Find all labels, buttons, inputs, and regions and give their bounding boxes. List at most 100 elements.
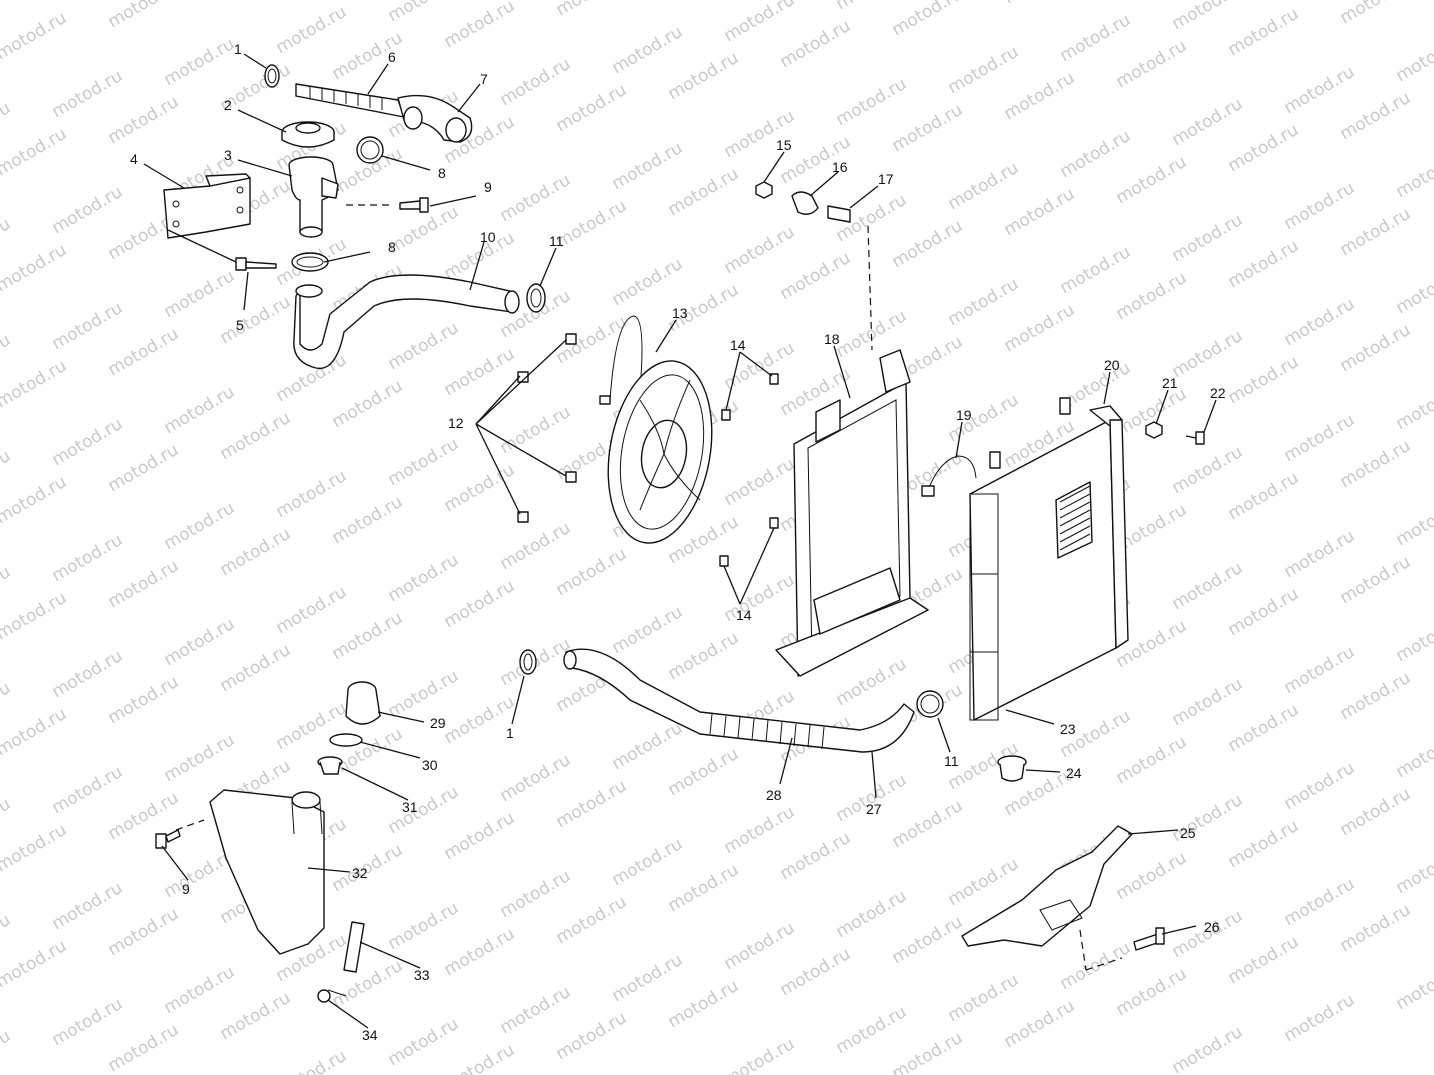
- part-9-screw-lower: [155, 819, 205, 849]
- watermark-text: motod.ru: [329, 608, 407, 664]
- watermark-text: motod.ru: [329, 724, 407, 780]
- watermark-text: motod.ru: [945, 42, 1023, 98]
- watermark-text: motod.ru: [609, 254, 687, 310]
- watermark-text: motod.ru: [1281, 0, 1359, 2]
- watermark-text: motod.ru: [1113, 848, 1191, 904]
- part-33-hose: [343, 921, 365, 973]
- watermark-text: motod.ru: [1281, 410, 1359, 466]
- watermark-text: motod.ru: [1113, 152, 1191, 208]
- watermark-text: motod.ru: [1393, 146, 1434, 202]
- watermark-text: motod.ru: [0, 214, 14, 270]
- watermark-text: motod.ru: [1337, 900, 1415, 956]
- watermark-text: motod.ru: [721, 0, 799, 46]
- watermark-text: motod.ru: [889, 796, 967, 852]
- watermark-text: motod.ru: [1225, 4, 1303, 60]
- watermark-text: motod.ru: [777, 944, 855, 1000]
- part-4-bracket: [163, 173, 251, 239]
- callout-31: 31: [402, 799, 418, 815]
- part-12-bolts: [517, 333, 577, 523]
- callout-13: 13: [672, 305, 688, 321]
- watermark-text: motod.ru: [1393, 842, 1434, 898]
- watermark-text: motod.ru: [161, 962, 239, 1018]
- watermark-text: motod.ru: [1281, 294, 1359, 350]
- watermark-text: motod.ru: [0, 910, 14, 966]
- watermark-text: motod.ru: [105, 672, 183, 728]
- watermark-text: motod.ru: [833, 886, 911, 942]
- watermark-text: motod.ru: [1169, 674, 1247, 730]
- watermark-text: motod.ru: [1057, 242, 1135, 298]
- watermark-text: motod.ru: [1281, 178, 1359, 234]
- callout-33: 33: [414, 967, 430, 983]
- watermark-text: motod.ru: [1337, 436, 1415, 492]
- watermark-text: motod.ru: [553, 776, 631, 832]
- watermark-text: motod.ru: [49, 414, 127, 470]
- watermark-text: motod.ru: [1225, 700, 1303, 756]
- watermark-text: motod.ru: [1281, 526, 1359, 582]
- callout-16: 16: [832, 159, 848, 175]
- watermark-text: motod.ru: [1113, 36, 1191, 92]
- watermark-text: motod.ru: [105, 0, 183, 32]
- callout-5: 5: [236, 317, 244, 333]
- watermark-text: motod.ru: [497, 750, 575, 806]
- callout-1-top: 1: [234, 41, 242, 57]
- watermark-text: motod.ru: [385, 1014, 463, 1070]
- watermark-text: motod.ru: [49, 530, 127, 586]
- watermark-text: motod.ru: [1001, 996, 1079, 1052]
- callout-10: 10: [480, 229, 496, 245]
- part-19-wire: [921, 455, 977, 497]
- watermark-text: motod.ru: [497, 866, 575, 922]
- callout-27: 27: [866, 801, 882, 817]
- watermark-text: motod.ru: [385, 434, 463, 490]
- callout-24: 24: [1066, 765, 1082, 781]
- watermark-text: motod.ru: [273, 582, 351, 638]
- watermark-text: motod.ru: [721, 222, 799, 278]
- watermark-text: motod.ru: [1281, 990, 1359, 1046]
- watermark-text: motod.ru: [1225, 816, 1303, 872]
- watermark-text: motod.ru: [0, 356, 70, 412]
- part-15-nut: [755, 181, 773, 199]
- watermark-text: motod.ru: [833, 770, 911, 826]
- watermark-text: motod.ru: [777, 16, 855, 72]
- watermark-text: motod.ru: [665, 48, 743, 104]
- watermark-text: motod.ru: [0, 98, 14, 154]
- callout-25: 25: [1180, 825, 1196, 841]
- callout-30: 30: [422, 757, 438, 773]
- watermark-text: motod.ru: [609, 834, 687, 890]
- watermark-text: motod.ru: [49, 762, 127, 818]
- watermark-text: motod.ru: [833, 1002, 911, 1058]
- watermark-text: motod.ru: [1225, 352, 1303, 408]
- watermark-text: motod.ru: [1337, 668, 1415, 724]
- part-17-spacer: [827, 205, 851, 223]
- watermark-text: motod.ru: [1225, 120, 1303, 176]
- watermark-text: motod.ru: [217, 292, 295, 348]
- watermark-text: motod.ru: [105, 440, 183, 496]
- watermark-text: motod.ru: [833, 654, 911, 710]
- watermark-text: motod.ru: [721, 802, 799, 858]
- watermark-text: motod.ru: [329, 376, 407, 432]
- part-28-lower-hose: [563, 648, 915, 753]
- callout-21: 21: [1162, 375, 1178, 391]
- watermark-text: motod.ru: [49, 646, 127, 702]
- watermark-text: motod.ru: [1169, 558, 1247, 614]
- part-11-clamp-upper: [526, 283, 546, 313]
- watermark-text: motod.ru: [217, 988, 295, 1044]
- watermark-text: motod.ru: [1057, 10, 1135, 66]
- watermark-text: motod.ru: [1393, 726, 1434, 782]
- watermark-text: motod.ru: [1337, 0, 1415, 28]
- part-34-clamp: [317, 989, 347, 1003]
- callout-8-upper: 8: [438, 165, 446, 181]
- watermark-text: motod.ru: [273, 2, 351, 58]
- watermark-text: motod.ru: [889, 912, 967, 968]
- watermark-text: motod.ru: [1281, 874, 1359, 930]
- part-11-clamp-lower: [916, 690, 944, 718]
- watermark-text: motod.ru: [553, 1008, 631, 1064]
- watermark-text: motod.ru: [721, 570, 799, 626]
- callout-26: 26: [1204, 919, 1220, 935]
- watermark-text: motod.ru: [0, 562, 14, 618]
- watermark-text: motod.ru: [889, 100, 967, 156]
- watermark-text: motod.ru: [1337, 320, 1415, 376]
- watermark-text: motod.ru: [0, 704, 70, 760]
- watermark-text: motod.ru: [1169, 210, 1247, 266]
- callout-14-lower: 14: [736, 607, 752, 623]
- leader-lines: [143, 53, 1217, 1029]
